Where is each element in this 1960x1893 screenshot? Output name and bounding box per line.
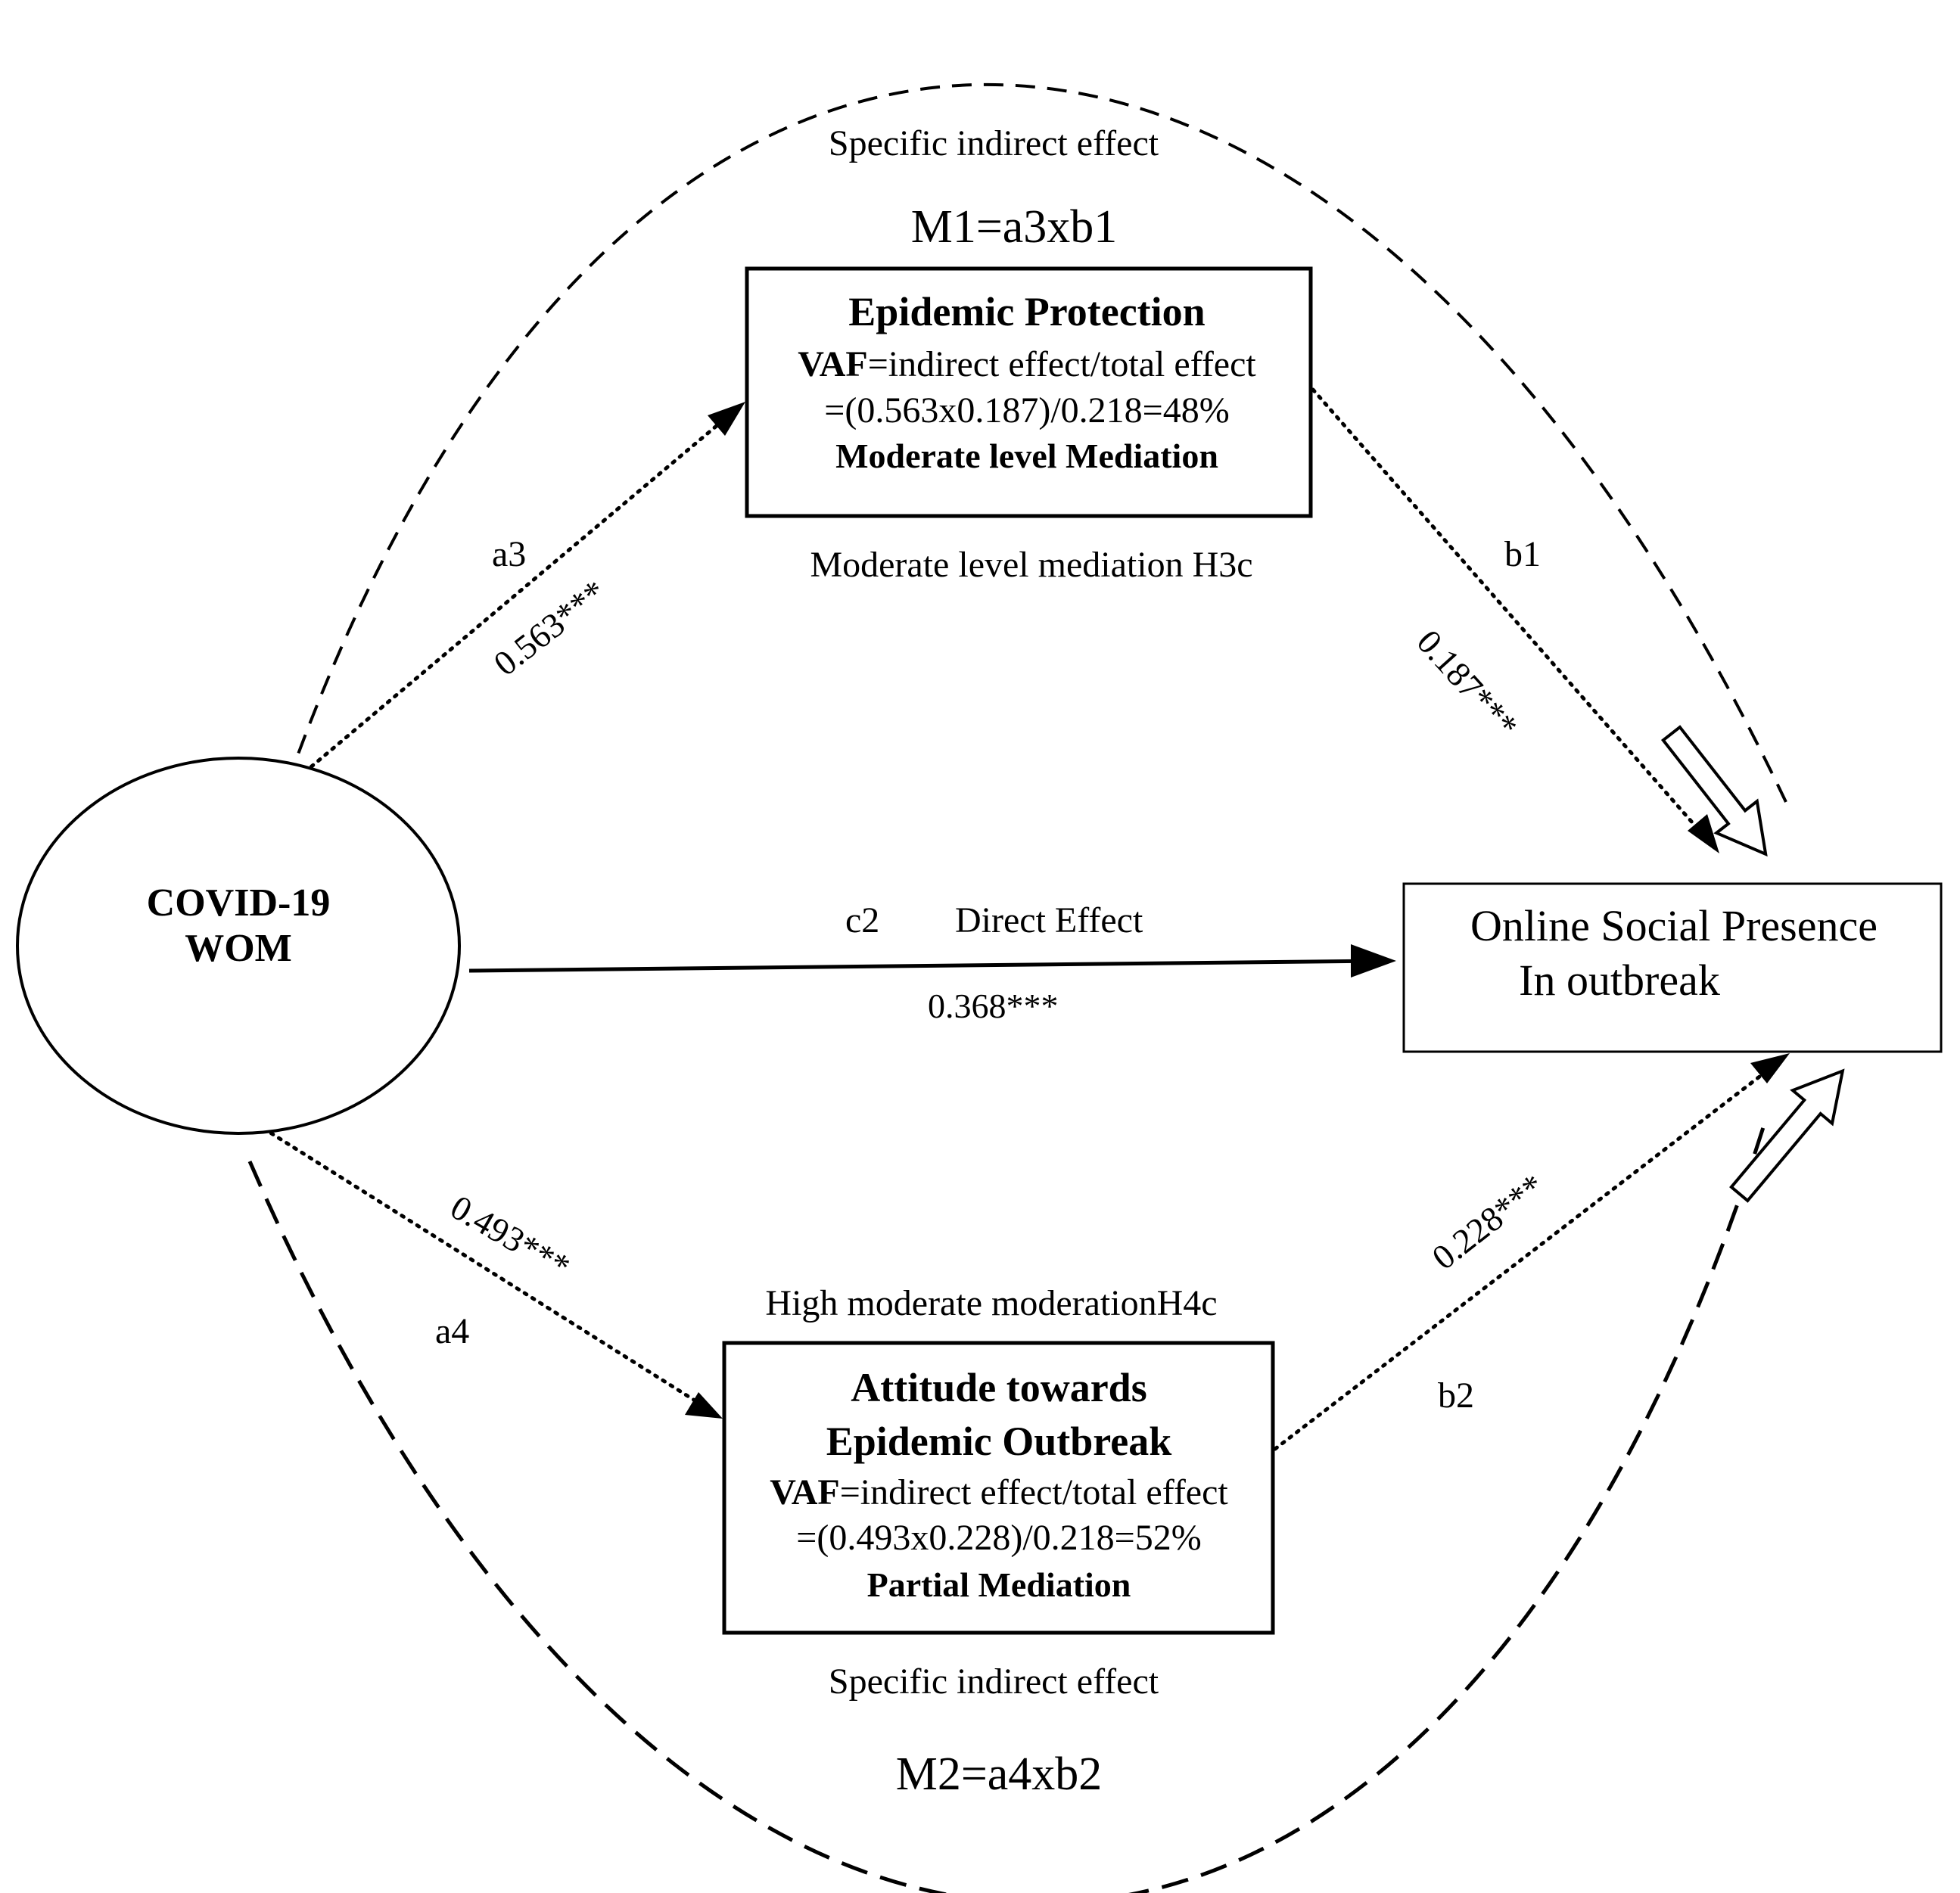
path-a4-coef: 0.493*** (444, 1187, 577, 1285)
attitude-epidemic-node (722, 1341, 1275, 1635)
covid-wom-node (16, 757, 461, 1135)
covid-wom-line1: COVID-19 (147, 881, 331, 925)
path-b2-label: b2 (1438, 1375, 1474, 1416)
mediator2-vaf: VAF=indirect effect/total effect (770, 1472, 1228, 1512)
path-b2-arrowhead (1750, 1053, 1790, 1083)
top-indirect-formula: M1=a3xb1 (911, 201, 1118, 253)
mediator1-result: Moderate level Mediation (835, 437, 1218, 475)
top-hollow-arrow (1660, 725, 1768, 857)
mediator2-title2: Epidemic Outbreak (826, 1419, 1172, 1464)
path-a4-arrowhead (685, 1392, 723, 1419)
path-c2-label: c2 (845, 900, 879, 940)
bottom-hollow-arrow (1729, 1068, 1845, 1203)
path-c2-arrowhead (1351, 944, 1396, 978)
covid-wom-line2: WOM (185, 927, 292, 970)
path-c2-name: Direct Effect (955, 900, 1143, 940)
outcome-line2: In outbreak (1519, 956, 1720, 1005)
mediator1-caption: Moderate level mediation H3c (810, 545, 1252, 585)
path-a3-arrow (254, 403, 744, 816)
path-a3-coef: 0.563*** (487, 572, 613, 682)
path-a3-arrowhead (708, 402, 745, 436)
mediator2-caption: High moderate moderationH4c (765, 1283, 1217, 1323)
path-a3-label: a3 (492, 534, 526, 574)
path-b1-arrowhead (1688, 814, 1719, 853)
mediator1-vaf: VAF=indirect effect/total effect (798, 344, 1256, 384)
top-indirect-label: Specific indirect effect (829, 123, 1159, 163)
path-a4-label: a4 (435, 1311, 469, 1351)
bottom-indirect-effect-curve (247, 1127, 1766, 1893)
mediator2-result: Partial Mediation (867, 1565, 1131, 1604)
bottom-indirect-label: Specific indirect effect (829, 1661, 1159, 1702)
path-b1-coef: 0.187*** (1410, 623, 1526, 745)
online-social-presence-node (1402, 882, 1943, 1053)
path-c2-arrow (468, 959, 1386, 973)
path-b2-arrow (1273, 1057, 1784, 1451)
top-indirect-effect-curve (286, 82, 1787, 803)
path-a4-arrow (254, 1121, 717, 1416)
mediator1-title: Epidemic Protection (848, 289, 1205, 334)
bottom-indirect-formula: M2=a4xb2 (896, 1748, 1103, 1800)
path-b1-label: b1 (1504, 534, 1541, 574)
path-b2-coef: 0.228*** (1425, 1166, 1551, 1276)
mediator2-title1: Attitude towards (851, 1365, 1146, 1410)
mediator1-calc: =(0.563x0.187)/0.218=48% (824, 390, 1229, 431)
epidemic-protection-node (745, 266, 1313, 518)
outcome-line1: Online Social Presence (1470, 901, 1878, 950)
mediator2-calc: =(0.493x0.228)/0.218=52% (796, 1518, 1201, 1558)
path-b1-arrow (1311, 387, 1716, 850)
path-c2-coef: 0.368*** (928, 987, 1059, 1025)
